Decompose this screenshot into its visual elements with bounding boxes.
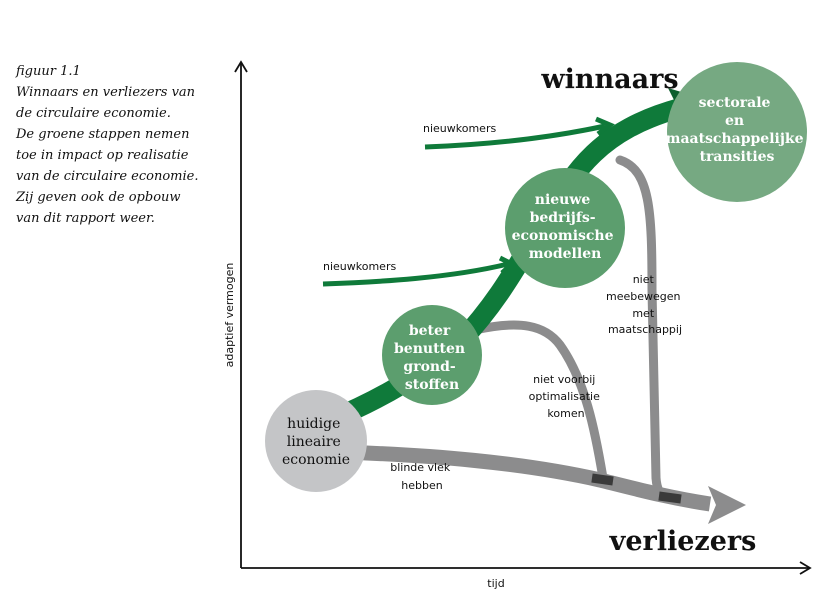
blind-spot-line: blinde vlek	[390, 461, 451, 474]
circle-resources-line: benutten	[394, 341, 465, 357]
y-axis-arrowhead	[234, 60, 248, 73]
newcomers-arrow-bottom	[322, 261, 509, 287]
caption-line: Zij geven ook de opbouw	[16, 190, 181, 205]
circle-transitions-shape	[667, 62, 807, 202]
society-line: niet	[633, 273, 655, 286]
society-line: met	[632, 307, 654, 320]
newcomers-arrowhead-top	[595, 116, 615, 136]
newcomers-label-top: nieuwkomers	[423, 122, 496, 135]
circle-models: nieuwe bedrijfs- economische modellen	[505, 168, 625, 288]
circle-resources-label: beter benutten grond- stoffen	[394, 323, 470, 393]
caption-line: figuur 1.1	[16, 64, 81, 79]
losers-heading: verliezers	[609, 526, 757, 557]
circle-current: huidige lineaire economie	[265, 390, 367, 492]
circle-models-label: nieuwe bedrijfs- economische modellen	[512, 192, 619, 262]
axes: adaptief vermogen tijd	[223, 60, 812, 590]
circle-resources: beter benutten grond- stoffen	[382, 305, 482, 405]
circle-transitions-line: maatschappelijke	[666, 131, 804, 147]
caption-line: Winnaars en verliezers van	[16, 85, 196, 100]
optimisation-line: niet voorbij	[533, 373, 595, 386]
society-line: maatschappij	[608, 323, 682, 336]
circle-resources-shape	[382, 305, 482, 405]
optimisation-label: niet voorbij optimalisatie komen	[529, 373, 604, 420]
circle-models-line: nieuwe	[535, 192, 591, 208]
optimisation-path	[470, 320, 608, 483]
x-axis-arrowhead	[799, 561, 812, 575]
circle-transitions-line: transities	[700, 149, 775, 165]
circle-models-line: modellen	[529, 246, 602, 262]
circle-transitions-line: sectorale	[699, 95, 771, 111]
y-axis-label: adaptief vermogen	[223, 263, 236, 368]
figure-caption: figuur 1.1 Winnaars en verliezers van de…	[16, 61, 216, 229]
losers-arrowhead	[708, 486, 746, 524]
circle-current-shape	[265, 390, 367, 492]
circle-current-line: huidige	[287, 416, 340, 432]
circle-transitions-line: en	[725, 113, 744, 129]
circle-models-line: economische	[512, 228, 614, 244]
x-axis-label: tijd	[487, 577, 504, 590]
circle-resources-line: grond-	[403, 359, 455, 375]
circle-transitions-label: sectorale en maatschappelijke transities	[666, 95, 809, 165]
blind-spot-label: blinde vlek hebben	[390, 461, 454, 492]
circle-resources-line: stoffen	[405, 377, 459, 393]
optimisation-line: optimalisatie	[529, 390, 600, 403]
optimisation-line: komen	[547, 407, 584, 420]
caption-line: van dit rapport weer.	[16, 211, 155, 226]
circle-models-shape	[505, 168, 625, 288]
newcomers-arrow-top	[424, 123, 606, 150]
blind-spot-line: hebben	[401, 479, 442, 492]
caption-line: de circulaire economie.	[16, 106, 171, 121]
circle-current-label: huidige lineaire economie	[282, 416, 350, 468]
circle-resources-line: beter	[409, 323, 451, 339]
winners-heading: winnaars	[540, 64, 678, 95]
caption-line: De groene stappen nemen	[16, 127, 190, 142]
caption-line: van de circulaire economie.	[16, 169, 199, 184]
optimisation-marker	[591, 473, 614, 486]
society-marker	[658, 491, 682, 504]
circle-current-line: economie	[282, 452, 350, 468]
circle-transitions: sectorale en maatschappelijke transities	[666, 62, 809, 202]
circle-current-line: lineaire	[287, 434, 341, 450]
newcomers-label-bottom: nieuwkomers	[323, 260, 396, 273]
society-line: meebewegen	[606, 290, 681, 303]
caption-line: toe in impact op realisatie	[16, 148, 189, 163]
society-label: niet meebewegen met maatschappij	[606, 273, 684, 336]
loser-paths	[339, 155, 746, 524]
circle-models-line: bedrijfs-	[530, 210, 596, 226]
